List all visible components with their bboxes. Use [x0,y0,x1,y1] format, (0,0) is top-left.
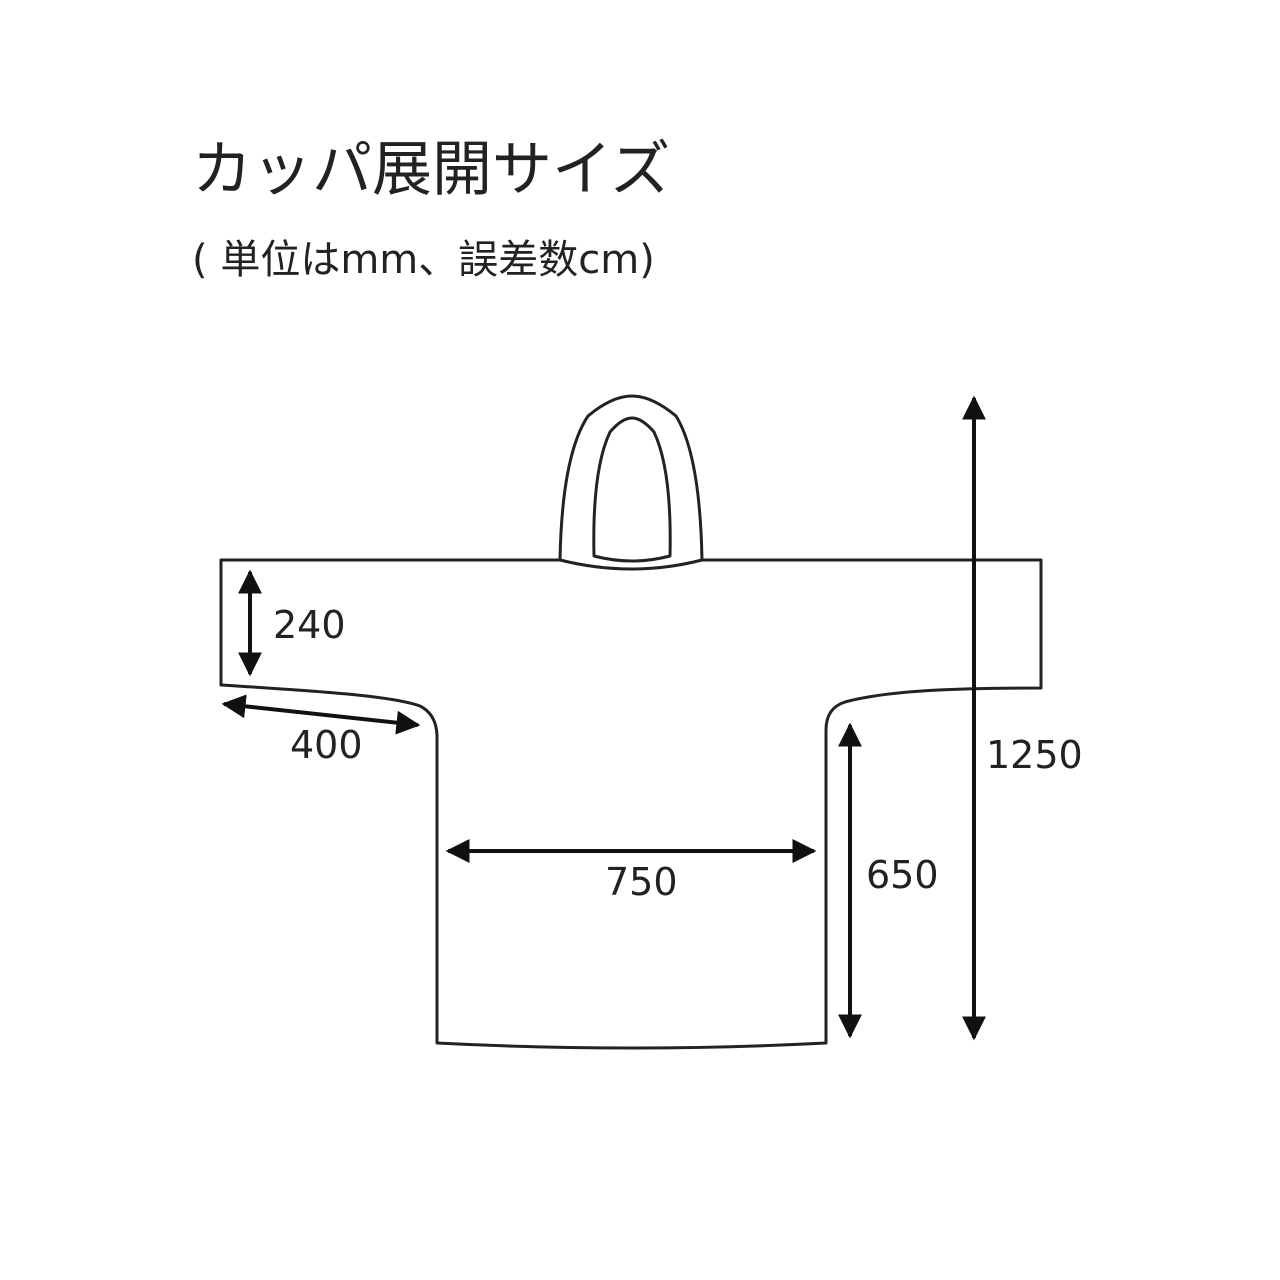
unit-note: ( 単位はmm、誤差数cm) [192,237,655,283]
sleeve-height-label: 240 [273,603,346,647]
body-length-label: 650 [866,853,939,897]
sleeve-length-dimension: 400 [221,694,421,767]
hood-inner [592,416,672,563]
body-length-dimension: 650 [838,722,939,1039]
body-width-label: 750 [605,860,678,904]
total-length-label: 1250 [986,733,1083,777]
sleeve-length-arrow [221,694,421,735]
sleeve-height-dimension: 240 [238,569,346,677]
body-width-dimension: 750 [445,839,817,904]
hood-outer [558,394,704,571]
total-length-dimension: 1250 [962,395,1083,1041]
sleeve-length-label: 400 [290,723,363,767]
diagram-title: カッパ展開サイズ [192,135,671,205]
